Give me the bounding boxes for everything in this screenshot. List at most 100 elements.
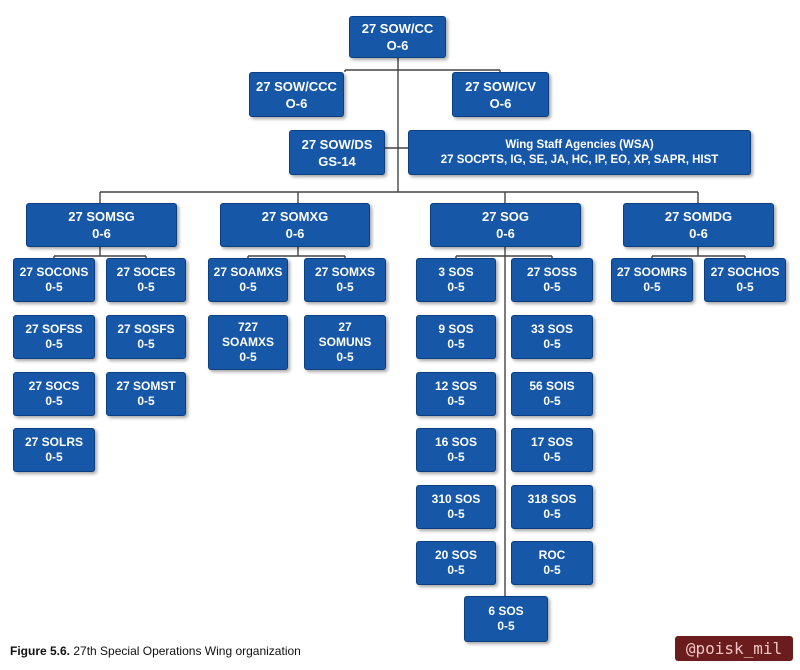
sois-56-grade: 0-5: [543, 394, 561, 408]
somuns-line2: SOMUNS: [318, 335, 372, 349]
sos-12-box: 12 SOS 0-5: [416, 372, 496, 416]
solrs-grade: 0-5: [45, 450, 63, 464]
sos-16-name: 16 SOS: [434, 435, 478, 449]
socs-box: 27 SOCS 0-5: [13, 372, 95, 416]
soamxs-name: 27 SOAMXS: [213, 265, 283, 279]
sow-ccc-name: 27 SOW/CCC: [256, 78, 337, 94]
sos-20-name: 20 SOS: [434, 548, 478, 562]
sos-3-grade: 0-5: [447, 280, 465, 294]
soces-box: 27 SOCES 0-5: [106, 258, 186, 302]
sog-name: 27 SOG: [482, 209, 529, 224]
sow-cc-box: 27 SOW/CC O-6: [349, 16, 446, 58]
sos-6-name: 6 SOS: [488, 604, 524, 618]
sow-cv-box: 27 SOW/CV O-6: [452, 72, 549, 117]
soss-box: 27 SOSS 0-5: [511, 258, 593, 302]
sos-12-name: 12 SOS: [434, 379, 478, 393]
somst-box: 27 SOMST 0-5: [106, 372, 186, 416]
watermark: @poisk_mil: [675, 636, 793, 661]
figure-title: 27th Special Operations Wing organizatio…: [70, 644, 301, 658]
sos-6-grade: 0-5: [497, 619, 515, 633]
somxs-grade: 0-5: [336, 280, 354, 294]
sos-318-grade: 0-5: [543, 507, 561, 521]
socons-name: 27 SOCONS: [19, 265, 89, 279]
sos-17-name: 17 SOS: [530, 435, 574, 449]
sos-33-grade: 0-5: [543, 337, 561, 351]
sos-6-box: 6 SOS 0-5: [464, 596, 548, 642]
sos-310-name: 310 SOS: [431, 492, 481, 506]
sos-3-name: 3 SOS: [438, 265, 474, 279]
somuns-box: 27 SOMUNS 0-5: [304, 315, 386, 370]
socs-grade: 0-5: [45, 394, 63, 408]
sos-16-grade: 0-5: [447, 450, 465, 464]
sochos-name: 27 SOCHOS: [710, 265, 780, 279]
sosfs-box: 27 SOSFS 0-5: [106, 315, 186, 359]
soomrs-box: 27 SOOMRS 0-5: [611, 258, 693, 302]
somsg-box: 27 SOMSG 0-6: [26, 203, 177, 247]
wsa-name: Wing Staff Agencies (WSA): [505, 138, 654, 151]
sos-9-name: 9 SOS: [438, 322, 474, 336]
sosfs-grade: 0-5: [137, 337, 155, 351]
soamxs-grade: 0-5: [239, 280, 257, 294]
sos-318-box: 318 SOS 0-5: [511, 485, 593, 529]
sosfs-name: 27 SOSFS: [117, 322, 175, 336]
sow-ds-box: 27 SOW/DS GS-14: [289, 130, 385, 175]
sow-ccc-box: 27 SOW/CCC O-6: [249, 72, 344, 117]
sow-cv-grade: O-6: [489, 95, 512, 111]
sos-17-grade: 0-5: [543, 450, 561, 464]
sow-cv-name: 27 SOW/CV: [465, 78, 536, 94]
sos-33-box: 33 SOS 0-5: [511, 315, 593, 359]
sow-ccc-grade: O-6: [285, 95, 308, 111]
sow-cc-grade: O-6: [386, 38, 409, 53]
somst-name: 27 SOMST: [116, 379, 176, 393]
sow-ds-grade: GS-14: [318, 153, 356, 169]
somxg-name: 27 SOMXG: [261, 209, 329, 224]
figure-label: Figure 5.6.: [10, 644, 71, 658]
sos-3-box: 3 SOS 0-5: [416, 258, 496, 302]
sochos-grade: 0-5: [736, 280, 754, 294]
soces-grade: 0-5: [137, 280, 155, 294]
sow-cc-name: 27 SOW/CC: [361, 21, 434, 36]
sos-318-name: 318 SOS: [527, 492, 577, 506]
somdg-name: 27 SOMDG: [664, 209, 733, 224]
somst-grade: 0-5: [137, 394, 155, 408]
sos-20-box: 20 SOS 0-5: [416, 541, 496, 585]
socons-box: 27 SOCONS 0-5: [13, 258, 95, 302]
soamxs-727-box: 727 SOAMXS 0-5: [208, 315, 288, 370]
sos-33-name: 33 SOS: [530, 322, 574, 336]
sos-9-grade: 0-5: [447, 337, 465, 351]
soamxs-727-line2: SOAMXS: [221, 335, 274, 349]
soomrs-grade: 0-5: [643, 280, 661, 294]
sofss-name: 27 SOFSS: [25, 322, 83, 336]
somxs-box: 27 SOMXS 0-5: [304, 258, 386, 302]
sos-9-box: 9 SOS 0-5: [416, 315, 496, 359]
solrs-name: 27 SOLRS: [24, 435, 84, 449]
sochos-box: 27 SOCHOS 0-5: [704, 258, 786, 302]
sos-17-box: 17 SOS 0-5: [511, 428, 593, 472]
somdg-grade: 0-6: [689, 226, 708, 241]
somxs-name: 27 SOMXS: [314, 265, 376, 279]
somuns-grade: 0-5: [336, 350, 354, 364]
somxg-grade: 0-6: [285, 226, 305, 241]
roc-name: ROC: [538, 548, 566, 562]
sog-box: 27 SOG 0-6: [430, 203, 581, 247]
solrs-box: 27 SOLRS 0-5: [13, 428, 95, 472]
soces-name: 27 SOCES: [116, 265, 176, 279]
socs-name: 27 SOCS: [28, 379, 80, 393]
wing-staff-agencies-box: Wing Staff Agencies (WSA) 27 SOCPTS, IG,…: [408, 130, 751, 175]
somuns-line1: 27: [338, 320, 352, 334]
roc-box: ROC 0-5: [511, 541, 593, 585]
somsg-name: 27 SOMSG: [68, 209, 135, 224]
sofss-box: 27 SOFSS 0-5: [13, 315, 95, 359]
soss-grade: 0-5: [543, 280, 561, 294]
sois-56-box: 56 SOIS 0-5: [511, 372, 593, 416]
sos-310-grade: 0-5: [447, 507, 465, 521]
somdg-box: 27 SOMDG 0-6: [623, 203, 774, 247]
sos-310-box: 310 SOS 0-5: [416, 485, 496, 529]
soomrs-name: 27 SOOMRS: [616, 265, 688, 279]
sow-ds-name: 27 SOW/DS: [301, 136, 373, 152]
sos-16-box: 16 SOS 0-5: [416, 428, 496, 472]
figure-caption: Figure 5.6. 27th Special Operations Wing…: [10, 644, 301, 658]
soamxs-727-line1: 727: [237, 320, 259, 334]
sofss-grade: 0-5: [45, 337, 63, 351]
